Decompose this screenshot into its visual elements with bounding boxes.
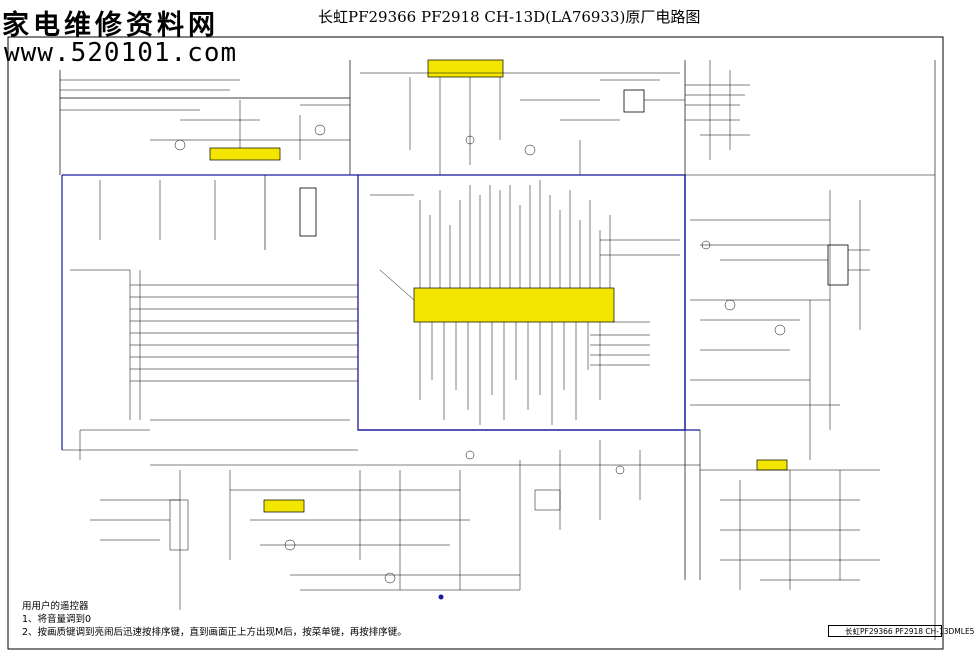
notes-step-1: 1、将音量调到0 (22, 614, 92, 625)
ic-connector (299, 187, 317, 237)
schematic-title: 长虹PF29366 PF2918 CH-13D(LA76933)原厂电路图 (318, 8, 701, 26)
site-logo: 家电维修资料网 (2, 10, 219, 41)
notes-heading: 用用户的遥控器 (22, 601, 89, 612)
ic-la76933 (413, 287, 615, 323)
ic-audio (209, 147, 281, 161)
ic-flyback (827, 244, 849, 286)
site-url: www.520101.com (4, 38, 238, 68)
title-block: 长虹PF29366 PF2918 CH-13DMLE5 (828, 625, 974, 637)
schematic-drawing (7, 36, 944, 650)
ic-tuner (427, 59, 504, 78)
test-point (438, 594, 444, 600)
drawing-frame (7, 36, 944, 650)
service-mode-notes: 用用户的遥控器 1、将音量调到0 2、按画质键调到亮闹后迅速按排序键，直到画面正… (22, 600, 407, 639)
ic-vertical (756, 459, 788, 471)
ic-memory (623, 89, 645, 113)
ic-power (263, 499, 305, 513)
notes-step-2: 2、按画质键调到亮闹后迅速按排序键，直到画面正上方出现M后，按菜单键，再按排序键… (22, 627, 407, 638)
